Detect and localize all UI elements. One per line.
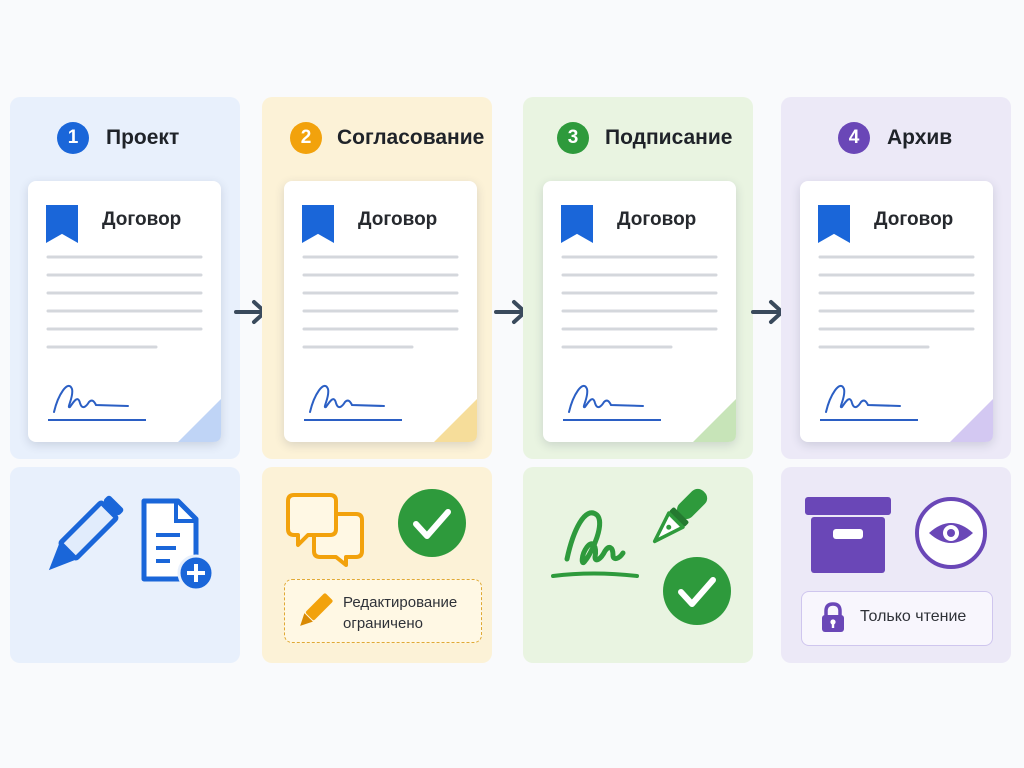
document-title: Договор <box>874 209 954 230</box>
document-body <box>302 255 477 442</box>
document-title: Договор <box>102 209 182 230</box>
eye-icon <box>915 497 987 569</box>
contract-document: Договор <box>284 181 477 442</box>
contract-document: Договор <box>543 181 736 442</box>
document-body <box>561 255 736 442</box>
check-circle-icon <box>663 557 731 625</box>
document-title: Договор <box>617 209 697 230</box>
contract-document: Договор <box>800 181 993 442</box>
step-title: Проект <box>106 126 180 149</box>
archive-box-icon <box>805 497 891 573</box>
page-fold <box>693 399 736 442</box>
pencil-icon <box>48 495 124 571</box>
pencil-icon <box>300 593 333 626</box>
read-only-label: Только чтение <box>860 608 967 625</box>
page-fold <box>178 399 221 442</box>
step-draft-actions <box>10 467 240 663</box>
page-fold <box>950 399 993 442</box>
step-title: Подписание <box>605 126 733 149</box>
fountain-pen-icon <box>652 488 708 544</box>
document-body <box>818 255 993 442</box>
contract-document: Договор <box>28 181 221 442</box>
document-body <box>46 255 221 442</box>
step-draft-header: 1 Проект <box>10 122 240 154</box>
step-archive-header: 4 Архив <box>781 122 1011 154</box>
signature-icon <box>568 384 644 413</box>
step-title: Архив <box>887 126 953 149</box>
signature-icon <box>309 384 385 413</box>
document-title: Договор <box>358 209 438 230</box>
step-signing-actions <box>523 467 753 663</box>
editing-restricted-note: Редактирование ограничено <box>284 579 482 643</box>
page-fold <box>434 399 477 442</box>
step-number-badge: 3 <box>557 122 589 154</box>
chat-bubbles-icon <box>286 493 364 567</box>
step-signing-header: 3 Подписание <box>523 122 753 154</box>
step-number-badge: 4 <box>838 122 870 154</box>
lock-icon <box>822 602 844 632</box>
step-number-badge: 1 <box>57 122 89 154</box>
note-line-2: ограничено <box>343 615 423 632</box>
signature-icon <box>564 510 626 565</box>
signature-icon <box>825 384 901 413</box>
check-circle-icon <box>398 489 466 557</box>
note-line-1: Редактирование <box>343 594 458 611</box>
read-only-badge: Только чтение <box>801 591 993 646</box>
signature-icon <box>53 384 129 413</box>
step-number-badge: 2 <box>290 122 322 154</box>
step-title: Согласование <box>337 126 485 149</box>
document-add-icon <box>141 498 215 592</box>
step-approval-header: 2 Согласование <box>262 122 492 154</box>
